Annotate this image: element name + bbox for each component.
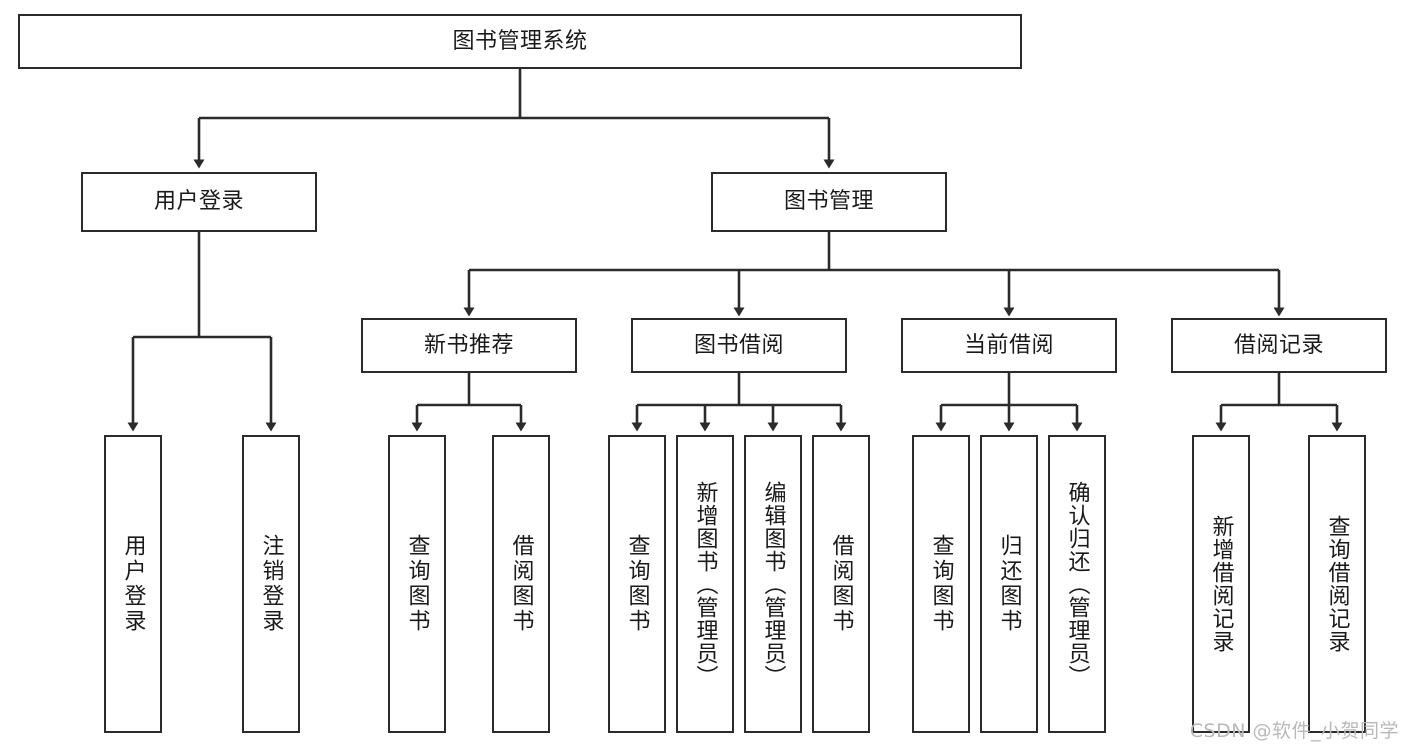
node-new-book-recommend[interactable]: 新书推荐 [361,318,577,373]
leaf-confirm-return[interactable]: 确认归还（管理员） [1048,435,1106,733]
leaf-add-book-label: 新增图书（管理员） [692,480,718,688]
node-borrow-record-label: 借阅记录 [1233,332,1324,358]
leaf-query-book-2-label: 查询图书 [624,534,650,634]
leaf-logout-login-label: 注销登录 [258,534,284,634]
node-current-borrow[interactable]: 当前借阅 [901,318,1117,373]
node-book-borrow[interactable]: 图书借阅 [631,318,847,373]
node-current-borrow-label: 当前借阅 [963,332,1054,358]
node-book-management[interactable]: 图书管理 [711,172,947,232]
node-book-borrow-label: 图书借阅 [693,332,784,358]
leaf-query-book-1[interactable]: 查询图书 [388,435,446,733]
leaf-return-book[interactable]: 归还图书 [980,435,1038,733]
node-root[interactable]: 图书管理系统 [18,14,1022,69]
leaf-user-login[interactable]: 用户登录 [104,435,162,733]
leaf-query-record-label: 查询借阅记录 [1324,515,1350,653]
leaf-query-book-2[interactable]: 查询图书 [608,435,666,733]
leaf-borrow-book-2[interactable]: 借阅图书 [812,435,870,733]
leaf-query-record[interactable]: 查询借阅记录 [1308,435,1366,733]
leaf-query-book-3[interactable]: 查询图书 [912,435,970,733]
node-root-label: 图书管理系统 [452,28,588,54]
node-user-login[interactable]: 用户登录 [81,172,317,232]
leaf-borrow-book-2-label: 借阅图书 [828,534,854,634]
leaf-query-book-3-label: 查询图书 [928,534,954,634]
leaf-edit-book[interactable]: 编辑图书（管理员） [744,435,802,733]
node-book-management-label: 图书管理 [783,189,874,214]
leaf-query-book-1-label: 查询图书 [404,534,430,634]
leaf-user-login-label: 用户登录 [120,534,146,634]
leaf-return-book-label: 归还图书 [996,534,1022,634]
leaf-logout-login[interactable]: 注销登录 [242,435,300,733]
leaf-borrow-book-1[interactable]: 借阅图书 [492,435,550,733]
leaf-add-record[interactable]: 新增借阅记录 [1192,435,1250,733]
leaf-edit-book-label: 编辑图书（管理员） [760,480,786,688]
node-new-book-recommend-label: 新书推荐 [423,332,514,358]
leaf-add-book[interactable]: 新增图书（管理员） [676,435,734,733]
node-user-login-label: 用户登录 [153,189,244,214]
leaf-confirm-return-label: 确认归还（管理员） [1064,480,1090,688]
node-borrow-record[interactable]: 借阅记录 [1171,318,1387,373]
leaf-add-record-label: 新增借阅记录 [1208,515,1234,653]
csdn-watermark: CSDN @软件_小贺同学 [1189,720,1399,742]
leaf-borrow-book-1-label: 借阅图书 [508,534,534,634]
